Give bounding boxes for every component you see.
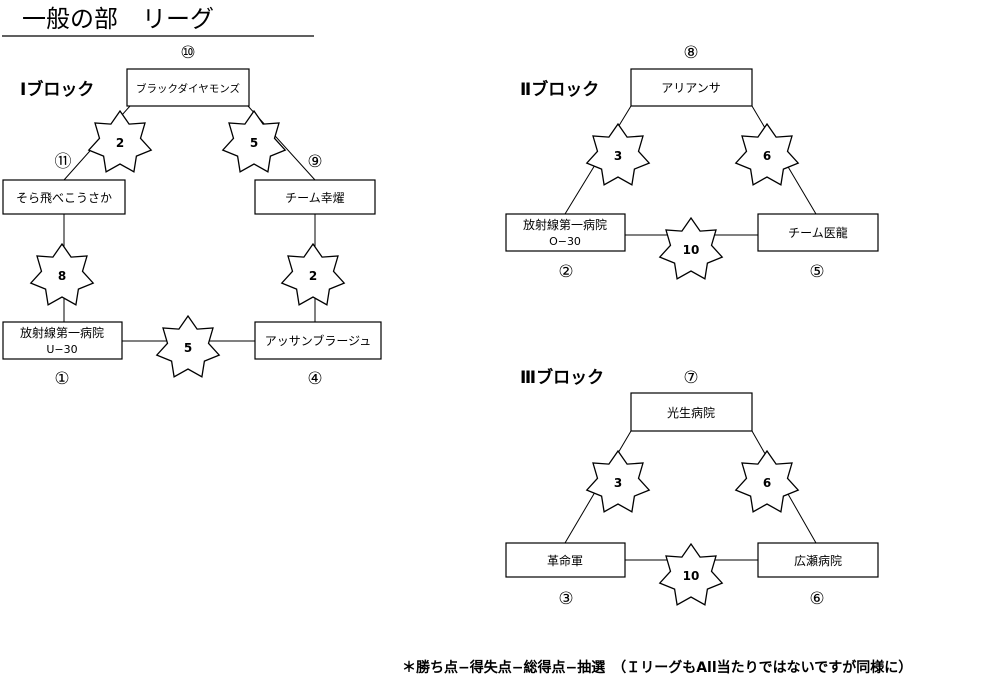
team-name: 放射線第一病院 bbox=[20, 325, 104, 340]
team-box-hoshasen-u30: 放射線第一病院 U−30 bbox=[2, 321, 123, 360]
team-box-sora-tobe-kousaka: そら飛べこうさか bbox=[2, 179, 126, 215]
match-star: 10 bbox=[658, 542, 724, 606]
match-star: 5 bbox=[221, 109, 287, 173]
team-box-alianca: アリアンサ bbox=[630, 68, 753, 107]
footnote: ＊勝ち点−得失点−総得点−抽選 （ＩリーグもAll当たりではないですが同様に） bbox=[402, 659, 912, 676]
team-name: 光生病院 bbox=[667, 405, 715, 420]
team-name: ブラックダイヤモンズ bbox=[136, 82, 240, 95]
page-title: 一般の部 リーグ bbox=[22, 5, 214, 33]
team-box-hirose-hospital: 広瀬病院 bbox=[757, 542, 879, 578]
team-box-assemblage: アッサンブラージュ bbox=[254, 321, 382, 360]
team-box-team-iryu: チーム医龍 bbox=[757, 213, 879, 252]
seed-number: ⑧ bbox=[683, 43, 698, 63]
team-box-hoshasen-o30: 放射線第一病院 O−30 bbox=[505, 213, 626, 252]
match-star: 5 bbox=[155, 314, 221, 378]
match-star: 2 bbox=[87, 109, 153, 173]
match-number: 5 bbox=[184, 341, 192, 355]
seed-number: ③ bbox=[558, 589, 573, 609]
team-name: 革命軍 bbox=[547, 553, 583, 568]
match-star: 3 bbox=[585, 449, 651, 513]
match-star: 8 bbox=[29, 242, 95, 306]
match-number: 8 bbox=[58, 269, 66, 283]
seed-number: ④ bbox=[307, 369, 322, 389]
match-number: 3 bbox=[614, 476, 622, 490]
seed-number: ⑤ bbox=[809, 262, 824, 282]
match-star: 10 bbox=[658, 216, 724, 280]
match-number: 5 bbox=[250, 136, 258, 150]
seed-number: ⑨ bbox=[307, 152, 322, 172]
seed-number: ① bbox=[54, 369, 69, 389]
match-star: 2 bbox=[280, 242, 346, 306]
team-name: アッサンブラージュ bbox=[265, 333, 372, 348]
match-number: 6 bbox=[763, 476, 771, 490]
seed-number: ⑩ bbox=[180, 43, 195, 63]
team-box-kakumeigun: 革命軍 bbox=[505, 542, 626, 578]
match-number: 10 bbox=[683, 243, 700, 257]
match-number: 10 bbox=[683, 569, 700, 583]
team-name: そら飛べこうさか bbox=[16, 191, 112, 205]
team-subtitle: O−30 bbox=[549, 235, 581, 248]
team-name: 広瀬病院 bbox=[794, 553, 842, 568]
seed-number: ⑥ bbox=[809, 589, 824, 609]
match-star: 6 bbox=[734, 449, 800, 513]
seed-number: ⑪ bbox=[55, 152, 72, 172]
block-3-label: Ⅲブロック bbox=[520, 367, 604, 388]
match-star: 6 bbox=[734, 122, 800, 186]
team-name: 放射線第一病院 bbox=[523, 217, 607, 232]
team-box-black-diamonds: ブラックダイヤモンズ bbox=[126, 68, 250, 107]
seed-number: ② bbox=[558, 262, 573, 282]
team-box-kousei-hospital: 光生病院 bbox=[630, 392, 753, 432]
match-number: 3 bbox=[614, 149, 622, 163]
match-number: 6 bbox=[763, 149, 771, 163]
block-2-label: Ⅱブロック bbox=[520, 79, 599, 100]
seed-number: ⑦ bbox=[683, 368, 698, 388]
team-name: アリアンサ bbox=[661, 81, 721, 95]
match-number: 2 bbox=[116, 136, 124, 150]
team-name: チーム幸燿 bbox=[285, 191, 345, 205]
block-1-label: Ⅰブロック bbox=[20, 79, 94, 100]
match-star: 3 bbox=[585, 122, 651, 186]
match-number: 2 bbox=[309, 269, 317, 283]
team-name: チーム医龍 bbox=[788, 225, 848, 240]
team-box-team-kouyou: チーム幸燿 bbox=[254, 179, 376, 215]
team-subtitle: U−30 bbox=[46, 343, 77, 356]
